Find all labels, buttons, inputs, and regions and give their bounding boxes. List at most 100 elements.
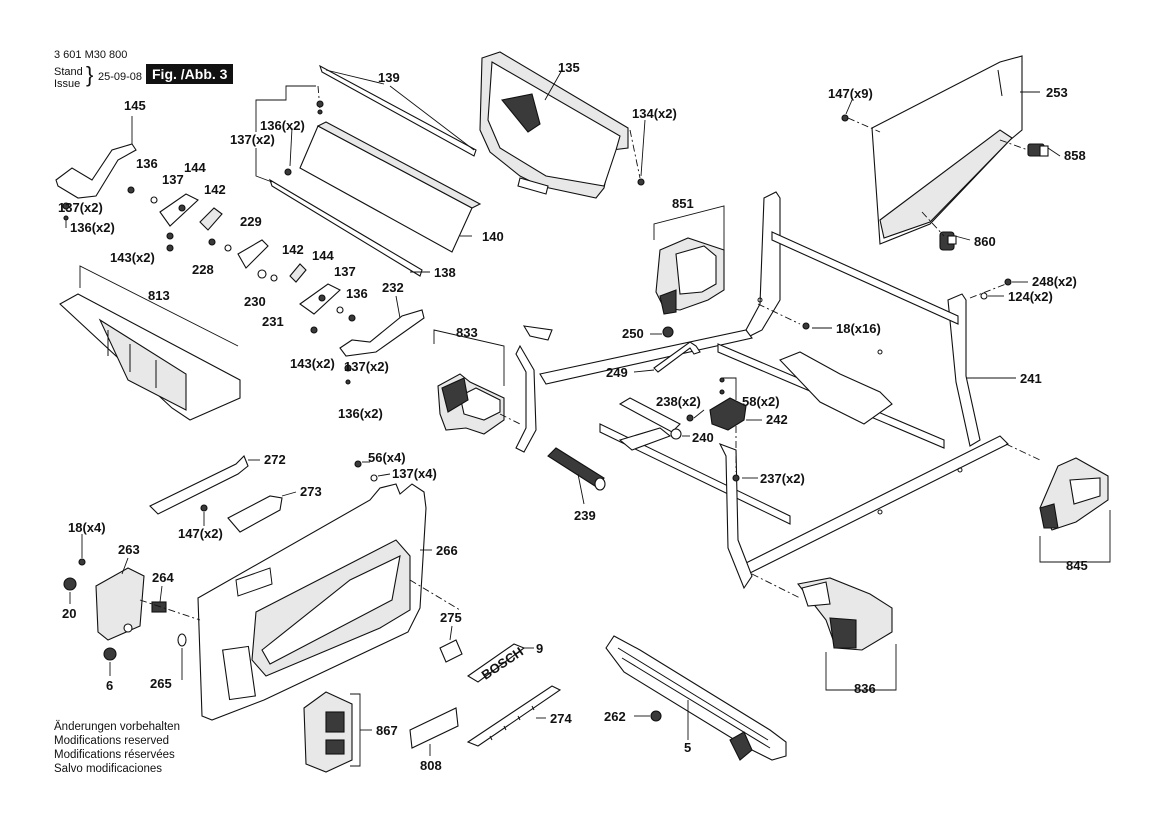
part-144-plate-b xyxy=(299,283,341,315)
label-9: 9 xyxy=(536,641,543,656)
part-274-scale xyxy=(466,685,562,747)
label-232: 232 xyxy=(382,280,404,295)
part-142-clip-b xyxy=(289,263,307,283)
part-860-knob xyxy=(939,231,957,251)
part-858-clamp xyxy=(1027,143,1049,157)
part-262-knob xyxy=(650,710,662,722)
label-241: 241 xyxy=(1020,371,1042,386)
label-136-c: 136 xyxy=(346,286,368,301)
label-136-x2-a: 136(x2) xyxy=(260,118,305,133)
label-58-x2: 58(x2) xyxy=(742,394,780,409)
part-265-grommet xyxy=(177,633,187,647)
label-135: 135 xyxy=(558,60,580,75)
label-138: 138 xyxy=(434,265,456,280)
label-231: 231 xyxy=(262,314,284,329)
part-229-bracket xyxy=(237,239,269,269)
part-250-knob xyxy=(662,326,674,338)
label-134: 134(x2) xyxy=(632,106,677,121)
note-es: Salvo modificaciones xyxy=(54,763,163,775)
part-239-handle xyxy=(547,447,606,491)
label-56-x4: 56(x4) xyxy=(368,450,406,465)
figure-badge: Fig. /Abb. 3 xyxy=(146,64,234,84)
label-272: 272 xyxy=(264,452,286,467)
label-836: 836 xyxy=(854,681,876,696)
label-845: 845 xyxy=(1066,558,1088,573)
label-229: 229 xyxy=(240,214,262,229)
part-867-switch xyxy=(303,691,353,773)
label-137-x4: 137(x4) xyxy=(392,466,437,481)
label-6: 6 xyxy=(106,678,113,693)
part-238-crank xyxy=(618,397,681,433)
label-250: 250 xyxy=(622,326,644,341)
label-18-x4: 18(x4) xyxy=(68,520,106,535)
label-137-x2-c: 137(x2) xyxy=(344,359,389,374)
label-137: 137 xyxy=(162,172,184,187)
note-en: Modifications reserved xyxy=(54,735,170,747)
part-140-channel xyxy=(299,121,482,253)
brace-glyph: } xyxy=(86,62,94,87)
part-836-foot xyxy=(797,577,893,651)
label-239: 239 xyxy=(574,508,596,523)
part-144-plate-a xyxy=(159,193,199,227)
part-275-tab xyxy=(439,639,463,663)
label-137-x2-b: 137(x2) xyxy=(58,200,103,215)
note-fr: Modifications réservées xyxy=(54,749,175,761)
label-145: 145 xyxy=(124,98,146,113)
label-228: 228 xyxy=(192,262,214,277)
label-262: 262 xyxy=(604,709,626,724)
part-851-foot xyxy=(655,237,725,315)
label-851: 851 xyxy=(672,196,694,211)
label-242: 242 xyxy=(766,412,788,427)
part-249-hex-key xyxy=(653,341,701,373)
label-265: 265 xyxy=(150,676,172,691)
label-808: 808 xyxy=(420,758,442,773)
part-253-fence-plate xyxy=(871,55,1023,245)
label-147-x9: 147(x9) xyxy=(828,86,873,101)
leader-135 xyxy=(544,69,563,101)
part-142-clip-a xyxy=(199,207,223,231)
label-274: 274 xyxy=(550,711,572,726)
part-232-bracket xyxy=(339,309,425,357)
part-145-bracket xyxy=(55,143,137,199)
label-136-x2-c: 136(x2) xyxy=(338,406,383,421)
part-147-screw xyxy=(841,114,849,122)
modification-notes: Änderungen vorbehalten Modifications res… xyxy=(54,720,180,776)
label-20: 20 xyxy=(62,606,76,621)
label-867: 867 xyxy=(376,723,398,738)
label-266: 266 xyxy=(436,543,458,558)
label-248-x2: 248(x2) xyxy=(1032,274,1077,289)
label-230: 230 xyxy=(244,294,266,309)
label-137-x2-a: 137(x2) xyxy=(230,132,275,147)
label-858: 858 xyxy=(1064,148,1086,163)
label-263: 263 xyxy=(118,542,140,557)
part-138-strip xyxy=(269,178,423,277)
label-137-c: 137 xyxy=(334,264,356,279)
label-143-x2-a: 143(x2) xyxy=(110,250,155,265)
label-813: 813 xyxy=(148,288,170,303)
label-139: 139 xyxy=(378,70,400,85)
issue-date: 25-09-08 xyxy=(98,71,143,83)
label-237-x2: 237(x2) xyxy=(760,471,805,486)
label-136-x2-b: 136(x2) xyxy=(70,220,115,235)
label-142-b: 142 xyxy=(282,242,304,257)
part-5-belt xyxy=(605,635,787,761)
label-18-x16: 18(x16) xyxy=(836,321,881,336)
part-273-bracket xyxy=(227,495,283,533)
part-139-strip xyxy=(319,64,477,157)
part-808-label xyxy=(409,707,459,749)
part-9-decal: BOSCH xyxy=(466,643,526,683)
part-264-plug xyxy=(151,601,167,613)
label-249: 249 xyxy=(606,365,628,380)
label-147-x2: 147(x2) xyxy=(178,526,223,541)
part-263-switch-box xyxy=(95,567,145,641)
part-134-screws xyxy=(629,129,645,186)
part-845-foot xyxy=(1039,457,1109,531)
label-143-x2-b: 143(x2) xyxy=(290,356,335,371)
label-238-x2: 238(x2) xyxy=(656,394,701,409)
label-833: 833 xyxy=(456,325,478,340)
part-833-foot xyxy=(437,373,505,435)
part-242-block xyxy=(709,397,747,431)
part-135-blade-guard xyxy=(479,51,629,199)
label-142-a: 142 xyxy=(204,182,226,197)
